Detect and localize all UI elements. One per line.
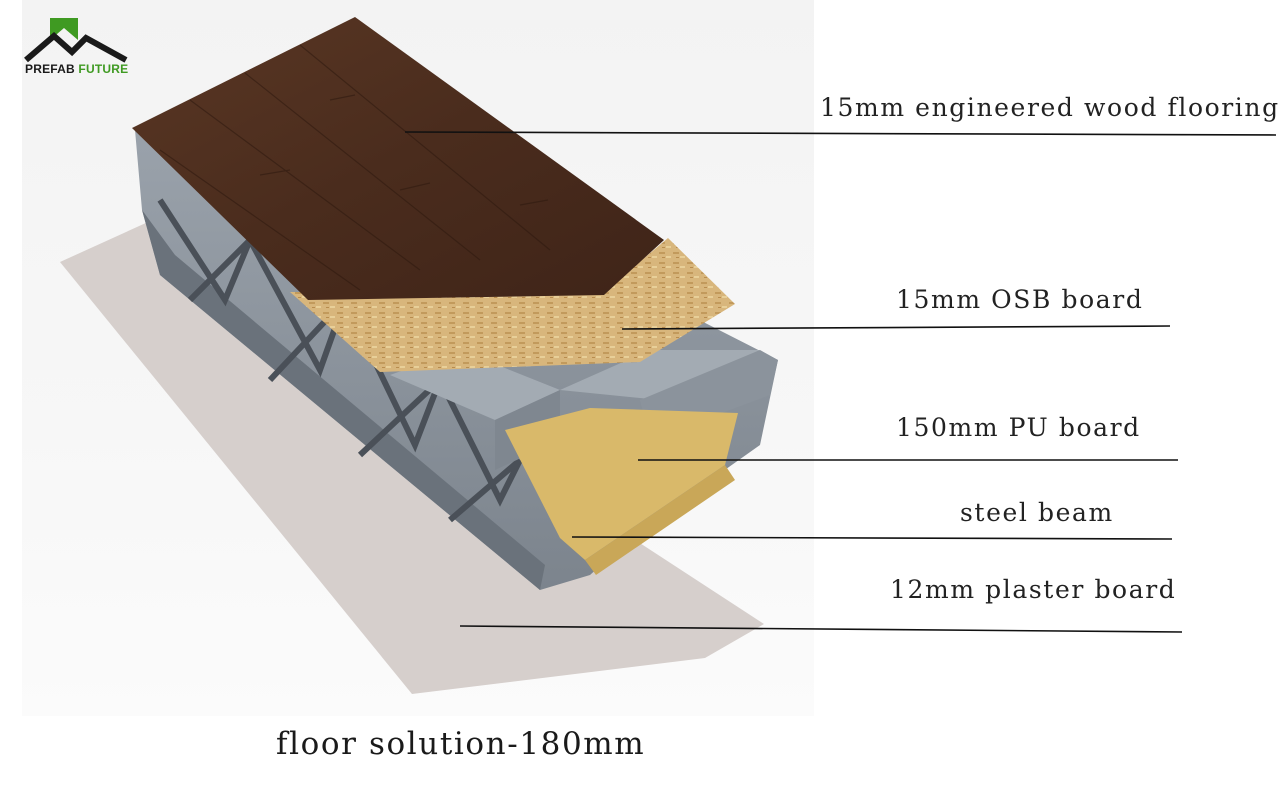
wood-flooring [132,17,664,300]
diagram-caption: floor solution-180mm [276,726,646,762]
label-plaster-board: 12mm plaster board [890,575,1177,604]
logo-word-prefab: PREFAB [25,62,75,76]
label-wood-flooring: 15mm engineered wood flooring [820,93,1280,122]
label-osb-board: 15mm OSB board [896,285,1144,314]
logo-word-future: FUTURE [78,62,129,76]
label-pu-board: 150mm PU board [896,413,1141,442]
leader-lines [404,131,1277,633]
steel-frame-shadow [142,210,545,590]
logo-roof-icon [24,32,128,63]
logo-text: PREFAB FUTURE [25,62,128,76]
label-steel-beam: steel beam [960,498,1114,527]
logo-house-icon [50,18,78,40]
osb-board [290,238,735,372]
prefab-future-logo [24,18,128,63]
pu-board-edge [585,465,735,575]
wood-plank-lines [159,44,551,291]
pu-board [505,408,738,560]
